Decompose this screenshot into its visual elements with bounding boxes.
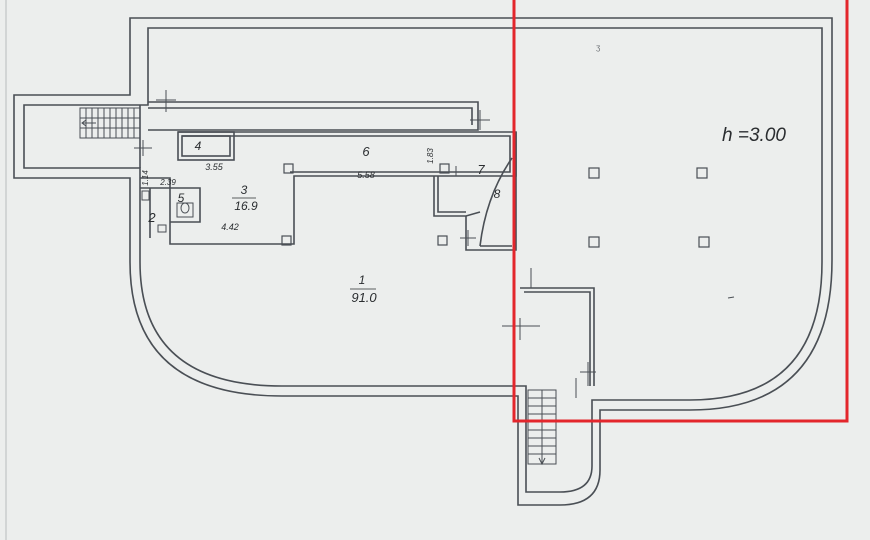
stairs-left — [79, 107, 141, 139]
pencil-mark: ʒ — [596, 43, 601, 52]
corridor-wall — [148, 101, 479, 131]
highlight-selection-box — [512, 0, 849, 423]
room-3-number: 3 — [241, 183, 248, 197]
outer-wall-outline — [13, 17, 833, 506]
walls — [13, 17, 833, 506]
dim-room4-width: 3.55 — [205, 162, 224, 172]
room-4-number: 4 — [195, 139, 202, 153]
stairs-bottom — [527, 389, 557, 466]
columns — [281, 163, 710, 248]
room-6-number: 6 — [362, 144, 370, 159]
room-8-number: 8 — [494, 187, 501, 201]
axis-ticks — [134, 90, 596, 398]
room-1-area: 91.0 — [351, 290, 377, 305]
dim-room2-width: 2.39 — [159, 178, 176, 187]
room-4-wall — [177, 131, 235, 161]
room-5-number: 5 — [178, 191, 185, 205]
room-8-wall — [465, 132, 517, 251]
dim-room2-depth: 1.14 — [141, 170, 150, 186]
room-2-number: 2 — [147, 210, 156, 225]
toilet-fixtures — [141, 190, 194, 233]
dim-room6-width: 5.58 — [357, 170, 375, 180]
stair-enclosure — [520, 287, 595, 386]
ceiling-height-label: h =3.00 — [722, 125, 786, 146]
pencil-tick — [727, 296, 735, 299]
room-7-number: 7 — [477, 162, 485, 177]
room-7-wall — [433, 176, 481, 217]
room-3-area: 16.9 — [234, 199, 258, 213]
dim-room3-width: 4.42 — [221, 222, 239, 232]
room-5-wall — [170, 187, 201, 223]
dim-room6-depth: 1.83 — [426, 148, 435, 164]
inner-wall-outline — [23, 27, 823, 493]
room-1-number: 1 — [359, 273, 366, 287]
